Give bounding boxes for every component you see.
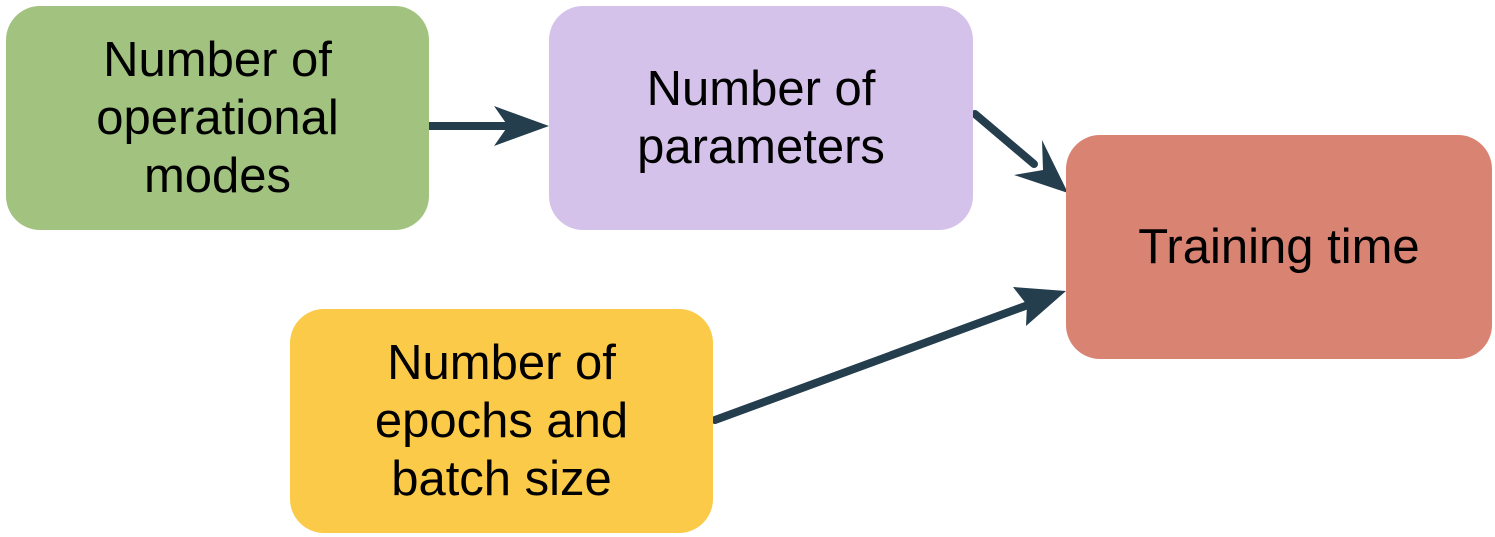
arrow-epochs-to-training <box>711 287 1066 424</box>
node-epochs-batch-size: Number of epochs and batch size <box>290 309 713 533</box>
node-training-time: Training time <box>1066 135 1492 359</box>
arrow-parameters-to-training <box>971 110 1068 193</box>
node-operational-modes: Number of operational modes <box>6 6 429 230</box>
node-parameters: Number of parameters <box>549 6 973 230</box>
arrow-modes-to-parameters <box>425 106 549 146</box>
